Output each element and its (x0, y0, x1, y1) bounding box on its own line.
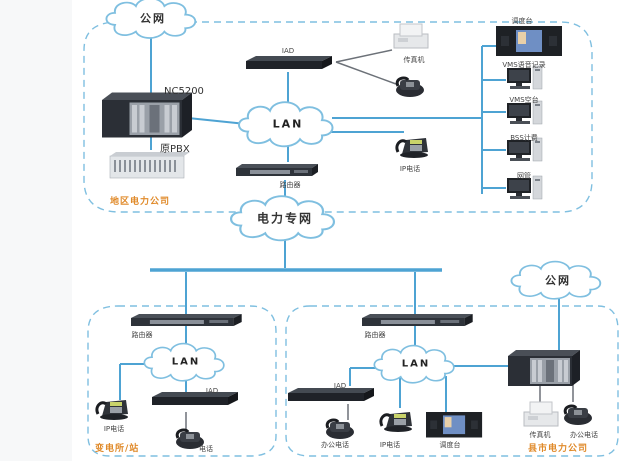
network-mgmt-label: 网管 (517, 172, 531, 180)
region-name-bottom-left: 变电所/站 (95, 444, 140, 454)
ip-phone-label-bottom-right: IP电话 (379, 441, 401, 449)
router-label-top: 路由器 (279, 181, 301, 189)
bss-billing-label: BSS计费 (510, 134, 538, 142)
router-device-bottom-left (131, 314, 242, 326)
fax-device-bottom-right (523, 401, 559, 427)
ip-phone-device-bottom-left (95, 398, 130, 422)
ip-phone-label-bottom-left: IP电话 (103, 425, 125, 433)
phone-label-bottom-left: 电话 (199, 445, 213, 453)
dispatch-console-label-top: 调度台 (511, 17, 533, 25)
region-boundary-bottom-right (285, 305, 619, 457)
router-device-bottom-right (362, 314, 473, 326)
vms-recorder-label: VMS语音记录 (502, 61, 546, 69)
dispatch-console-bottom-right (426, 412, 483, 438)
nc5200-device (102, 92, 192, 138)
router-device-top (236, 164, 318, 176)
pbx-device (109, 151, 191, 179)
iad-device-top (246, 56, 332, 69)
router-label-bottom-right: 路由器 (364, 331, 386, 339)
public-net-label-top: 公网 (140, 12, 166, 25)
office-phone-label-1: 办公电话 (321, 441, 349, 449)
iad-label-top: IAD (281, 47, 295, 55)
vms-console-label: VMS空台 (509, 96, 539, 104)
ip-phone-device-bottom-right (379, 410, 414, 434)
ip-phone-device-top (395, 136, 430, 160)
power-private-net-label: 电力专网 (256, 211, 314, 226)
left-margin-band (0, 0, 72, 461)
iad-device-bottom-right (288, 388, 374, 401)
region-name-bottom-right: 县市电力公司 (528, 444, 589, 454)
region-name-top: 地区电力公司 (110, 197, 171, 207)
office-phone-device-2 (562, 404, 594, 427)
dispatch-console-top (496, 26, 562, 56)
office-phone-label-2: 办公电话 (570, 431, 598, 439)
nc5200-label: NC5200 (164, 86, 204, 97)
fax-device-top (393, 23, 429, 49)
nc5200-device-bottom-right (508, 350, 580, 386)
fax-label-top: 传真机 (403, 56, 425, 64)
region-boundary-bottom-left (87, 305, 277, 457)
pbx-label: 原PBX (160, 144, 190, 155)
fax-label-bottom-right: 传真机 (529, 431, 551, 439)
lan-label-top: LAN (272, 117, 304, 131)
lan-label-bottom-left: LAN (171, 356, 201, 368)
lan-label-bottom-mid: LAN (401, 358, 431, 370)
router-label-bottom-left: 路由器 (131, 331, 153, 339)
public-net-label-bottom: 公网 (545, 274, 571, 287)
phone-device-top (394, 76, 426, 99)
ip-phone-label-top: IP电话 (399, 165, 421, 173)
dispatch-console-label-bottom-right: 调度台 (439, 441, 461, 449)
office-phone-device-1 (324, 418, 356, 441)
iad-device-bottom-left (152, 392, 238, 405)
iad-label-bottom-right: IAD (333, 382, 347, 390)
iad-label-bottom-left: IAD (205, 387, 219, 395)
